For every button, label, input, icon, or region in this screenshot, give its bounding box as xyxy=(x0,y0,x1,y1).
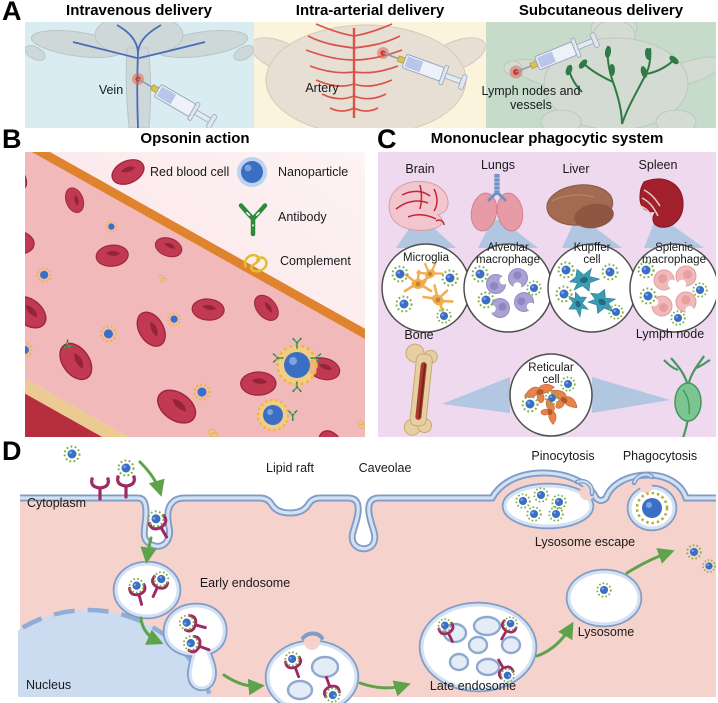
label-late-endosome: Late endosome xyxy=(429,679,517,693)
organ-label-liver: Liver xyxy=(562,162,590,176)
label-phagocytosis: Phagocytosis xyxy=(622,449,698,463)
cell-label-microglia: Microglia xyxy=(402,252,449,264)
label-caveolae: Caveolae xyxy=(358,461,412,475)
phagocytosis-pocket xyxy=(630,472,674,528)
vein-caption: Vein xyxy=(98,83,124,97)
cell-label-reticular: Reticular cell xyxy=(528,362,574,387)
intra-arterial-illustration xyxy=(254,22,486,128)
panel-b-label: B xyxy=(2,124,22,154)
cell-label-kupffer: Kupffer cell xyxy=(573,242,611,267)
lungs-illustration xyxy=(470,174,524,232)
opsonin-scene xyxy=(25,152,365,437)
lymph-caption: Lymph nodes and vessels xyxy=(481,84,581,112)
vein-line xyxy=(72,24,206,128)
label-lysosome-escape: Lysosome escape xyxy=(534,535,636,549)
panel-d-label: D xyxy=(2,436,22,466)
nanoparticle-icon xyxy=(63,445,81,463)
label-lysosome: Lysosome xyxy=(577,625,635,639)
liver-illustration xyxy=(546,184,614,229)
intravenous-illustration xyxy=(25,22,254,128)
mps-scene xyxy=(378,152,716,437)
panel-a3-title: Subcutaneous delivery xyxy=(518,2,684,19)
mouse-body xyxy=(25,22,254,128)
organ-label-brain: Brain xyxy=(405,162,435,176)
receptor-icon xyxy=(114,473,138,499)
cell-label-splenic: Splenic macrophage xyxy=(642,242,706,267)
uptake-scene xyxy=(0,445,718,703)
legend-rbc-label: Red blood cell xyxy=(150,165,230,179)
subcutaneous-illustration xyxy=(486,22,716,128)
legend-antibody-label: Antibody xyxy=(278,210,327,224)
large-opsonized-nanoparticle-2 xyxy=(256,398,290,432)
organ-label-lymph-node: Lymph node xyxy=(635,327,705,341)
panel-c-label: C xyxy=(377,124,397,154)
organ-label-spleen: Spleen xyxy=(638,158,678,172)
lymph-nodes xyxy=(565,46,679,78)
label-cytoplasm: Cytoplasm xyxy=(27,496,87,510)
blood-vessel xyxy=(25,152,365,437)
pathway-arrows xyxy=(138,460,675,697)
maturing-endosome xyxy=(268,631,356,703)
label-early-endosome: Early endosome xyxy=(199,576,291,590)
panel-a1-title: Intravenous delivery xyxy=(66,2,212,19)
brain-illustration xyxy=(388,180,449,231)
lymph-node-illustration xyxy=(663,355,711,437)
large-opsonized-nanoparticle xyxy=(272,337,322,393)
panel-b-title: Opsonin action xyxy=(140,130,250,147)
organ-label-lungs: Lungs xyxy=(480,158,516,172)
artery-tree xyxy=(305,23,403,118)
lysosome-vesicle xyxy=(569,572,639,624)
panel-c-title: Mononuclear phagocytic system xyxy=(430,130,664,147)
legend-complement-label: Complement xyxy=(280,254,351,268)
label-nucleus: Nucleus xyxy=(26,678,72,692)
cell-label-alveolar: Alveolar macrophage xyxy=(476,242,540,267)
artery-caption: Artery xyxy=(305,81,339,95)
spleen-illustration xyxy=(639,178,684,228)
magnifier-cones xyxy=(396,220,704,413)
label-lipid-raft: Lipid raft xyxy=(266,461,314,475)
nucleus-illustration xyxy=(18,607,214,697)
endocytic-vesicle xyxy=(116,564,178,616)
legend-nanoparticle-label: Nanoparticle xyxy=(278,165,349,179)
nanoparticle-icon xyxy=(117,459,135,477)
pinocytosis-pocket xyxy=(505,479,595,526)
legend-icons xyxy=(107,154,268,273)
late-endosome xyxy=(422,605,534,689)
panel-a-label: A xyxy=(2,0,22,26)
organ-label-bone: Bone xyxy=(404,328,434,342)
bone-illustration xyxy=(403,343,438,436)
nanoparticle-icon xyxy=(237,157,267,187)
mouse-tail xyxy=(125,47,152,128)
panel-a2-title: Intra-arterial delivery xyxy=(295,2,445,19)
label-pinocytosis: Pinocytosis xyxy=(531,449,595,463)
